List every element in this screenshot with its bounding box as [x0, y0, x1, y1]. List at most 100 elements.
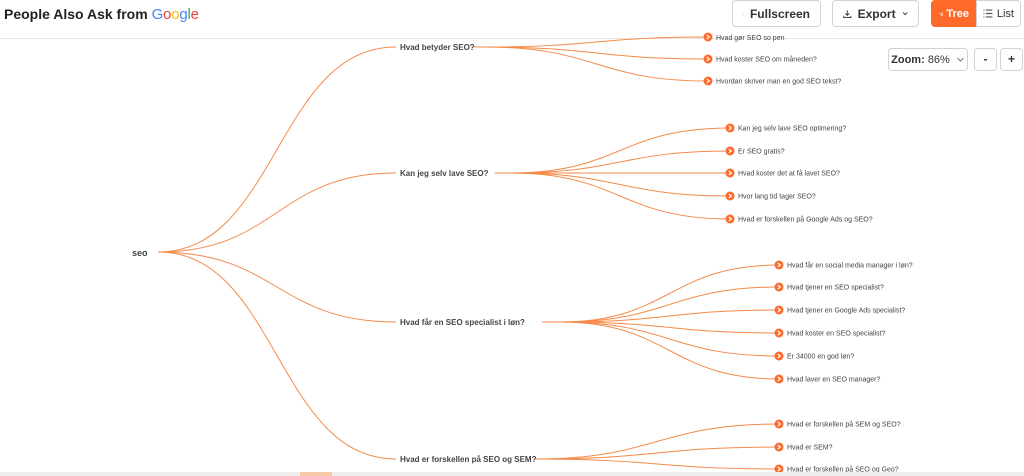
leaf-question-label: Hvor lang tid tager SEO? [738, 194, 816, 201]
chevron-down-icon [902, 12, 908, 16]
expand-node-icon[interactable] [703, 32, 713, 42]
chevron-right-icon [777, 444, 782, 450]
leaf-question-label: Hvad tjener en Google Ads specialist? [787, 308, 905, 315]
chevron-right-icon [777, 330, 782, 336]
expand-node-icon[interactable] [774, 374, 784, 384]
zoom-label: Zoom: [891, 53, 925, 66]
list-view-button[interactable]: List [976, 0, 1021, 27]
top-bar: People Also Ask from Google Fullscreen E… [0, 0, 1024, 39]
leaf-question-label: Hvad gør SEO so pen [716, 35, 785, 42]
chevron-right-icon [777, 376, 782, 382]
download-icon [843, 9, 852, 18]
expand-node-icon[interactable] [725, 214, 735, 224]
expand-node-icon[interactable] [774, 351, 784, 361]
leaf-question-label: Hvad får en social media manager i løn? [787, 262, 913, 270]
fullscreen-label: Fullscreen [749, 6, 810, 21]
chevron-right-icon [728, 216, 733, 222]
expand-node-icon[interactable] [703, 76, 713, 86]
leaf-question-label: Hvad er forskellen på SEM og SEO? [787, 421, 901, 429]
branch-question-label: Hvad er forskellen på SEO og SEM? [400, 455, 537, 464]
leaf-link [509, 172, 731, 197]
chevron-right-icon [728, 170, 733, 176]
leaf-question-label: Hvad er forskellen på Google Ads og SEO? [738, 216, 873, 224]
leaf-question-label: Er 34000 en god løn? [787, 354, 854, 361]
branch-question-label: Hvad betyder SEO? [400, 43, 475, 52]
leaf-link [509, 150, 731, 174]
root-link [157, 46, 397, 253]
leaf-question-label: Hvad koster SEO om måneden? [716, 56, 817, 64]
chevron-right-icon [777, 466, 782, 472]
leaf-link [484, 46, 709, 82]
expand-node-icon[interactable] [774, 419, 784, 429]
leaf-question-label: Er SEO gratis? [738, 149, 785, 156]
leaf-question-label: Hvad laver en SEO manager? [787, 377, 880, 384]
expand-node-icon[interactable] [774, 305, 784, 315]
chevron-right-icon [728, 193, 733, 199]
leaf-link [534, 446, 780, 460]
expand-node-icon[interactable] [774, 464, 784, 474]
chevron-down-icon [956, 57, 964, 62]
branch-question-label: Kan jeg selv lave SEO? [400, 169, 489, 178]
expand-icon [743, 13, 744, 14]
zoom-in-button[interactable]: + [1000, 48, 1023, 71]
expand-node-icon[interactable] [774, 328, 784, 338]
leaf-link [559, 309, 780, 323]
horizontal-scrollbar[interactable] [0, 472, 1024, 476]
export-button[interactable]: Export [832, 0, 919, 27]
expand-node-icon[interactable] [774, 260, 784, 270]
chevron-right-icon [777, 262, 782, 268]
chevron-right-icon [777, 284, 782, 290]
leaf-link [509, 127, 731, 174]
leaf-link [484, 46, 709, 60]
leaf-link [559, 321, 780, 357]
leaf-link [559, 321, 780, 334]
expand-node-icon[interactable] [774, 282, 784, 292]
leaf-question-label: Hvad koster det at få lavet SEO? [738, 170, 840, 178]
root-link [157, 251, 397, 460]
root-link [157, 172, 397, 253]
chevron-right-icon [777, 353, 782, 359]
chevron-right-icon [777, 421, 782, 427]
zoom-select[interactable]: Zoom: 86% [888, 48, 968, 71]
branch-question-label: Hvad får en SEO specialist i løn? [400, 318, 525, 327]
chevron-right-icon [706, 34, 711, 40]
app-title: People Also Ask from Google [4, 6, 199, 23]
leaf-link [509, 172, 731, 220]
branch-link [484, 36, 709, 48]
title-prefix: People Also Ask from [4, 6, 148, 22]
expand-node-icon[interactable] [725, 123, 735, 133]
leaf-link [559, 286, 780, 323]
expand-node-icon[interactable] [725, 168, 735, 178]
tree-icon [939, 11, 943, 16]
leaf-link [534, 423, 780, 460]
fullscreen-button[interactable]: Fullscreen [732, 0, 821, 27]
expand-node-icon[interactable] [774, 442, 784, 452]
export-label: Export [857, 6, 896, 21]
chevron-right-icon [706, 78, 711, 84]
chevron-right-icon [728, 148, 733, 154]
root-link [157, 251, 397, 323]
chevron-right-icon [777, 307, 782, 313]
leaf-question-label: Hvad er SEM? [787, 445, 833, 452]
chevron-right-icon [706, 56, 711, 62]
leaf-question-label: Hvad tjener en SEO specialist? [787, 285, 884, 292]
zoom-out-button[interactable]: - [974, 48, 997, 71]
google-logo: Google [151, 6, 199, 23]
leaf-question-label: Hvad er forskellen på SEO og Geo? [787, 466, 899, 474]
expand-node-icon[interactable] [725, 191, 735, 201]
tree-view-button[interactable]: Tree [931, 0, 977, 27]
leaf-question-label: Hvad koster en SEO specialist? [787, 331, 886, 338]
list-label: List [996, 7, 1014, 20]
leaf-link [559, 321, 780, 380]
scrollbar-thumb[interactable] [300, 472, 332, 476]
leaf-question-label: Hvordan skriver man en god SEO tekst? [716, 79, 841, 86]
tree-label: Tree [946, 7, 969, 20]
expand-node-icon[interactable] [703, 54, 713, 64]
root-node-label: seo [132, 248, 148, 258]
expand-node-icon[interactable] [725, 146, 735, 156]
leaf-link [559, 264, 780, 323]
leaf-question-label: Kan jeg selv lave SEO optimering? [738, 126, 846, 133]
chevron-right-icon [728, 125, 733, 131]
zoom-value: 86% [927, 53, 950, 66]
